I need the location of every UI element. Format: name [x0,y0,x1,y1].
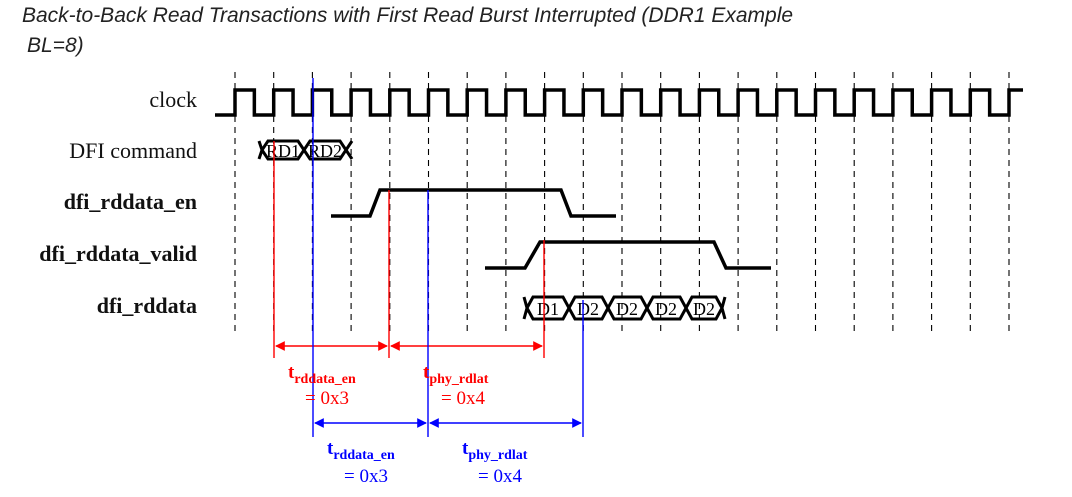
dfi-rddata-bus: D1 D2 D2 D2 D2 [522,295,727,321]
red-annot-trddata-en: trddata_en [288,362,356,387]
blue-annot-tphy-rdlat-value: = 0x4 [478,466,522,487]
data-beat-3: D2 [616,299,638,319]
diagram-title-line2: BL=8) [27,34,84,57]
command-rd2: RD2 [308,141,342,161]
clock-waveform [215,88,1023,117]
dfi-command-bus: RD1 RD2 [257,139,354,161]
signal-label-clock: clock [149,87,197,112]
blue-annot-trddata-en: trddata_en [327,438,395,463]
data-beat-1: D1 [537,299,559,319]
red-annot-tphy-rdlat-value: = 0x4 [441,388,485,409]
blue-annot-trddata-en-value: = 0x3 [344,466,388,487]
data-beat-4: D2 [655,299,677,319]
command-bus-outline [257,139,354,161]
red-annot-tphy-rdlat: tphy_rdlat [423,362,489,387]
data-beat-5: D2 [693,299,715,319]
blue-annot-tphy-rdlat: tphy_rdlat [462,438,528,463]
data-beat-2: D2 [577,299,599,319]
signal-label-dfi-command: DFI command [69,138,197,163]
dfi-rddata-valid-waveform [485,240,771,270]
command-rd1: RD1 [266,141,300,161]
signal-label-dfi-rddata: dfi_rddata [97,293,197,318]
red-annot-trddata-en-value: = 0x3 [305,388,349,409]
red-timing-markers [273,141,545,358]
diagram-title-line1: Back-to-Back Read Transactions with Firs… [22,4,793,27]
signal-label-dfi-rddata-valid: dfi_rddata_valid [39,241,197,266]
signal-label-dfi-rddata-en: dfi_rddata_en [64,189,197,214]
dfi-rddata-en-waveform [331,188,616,218]
blue-timing-markers [312,78,584,437]
data-bus-outline [522,295,727,321]
